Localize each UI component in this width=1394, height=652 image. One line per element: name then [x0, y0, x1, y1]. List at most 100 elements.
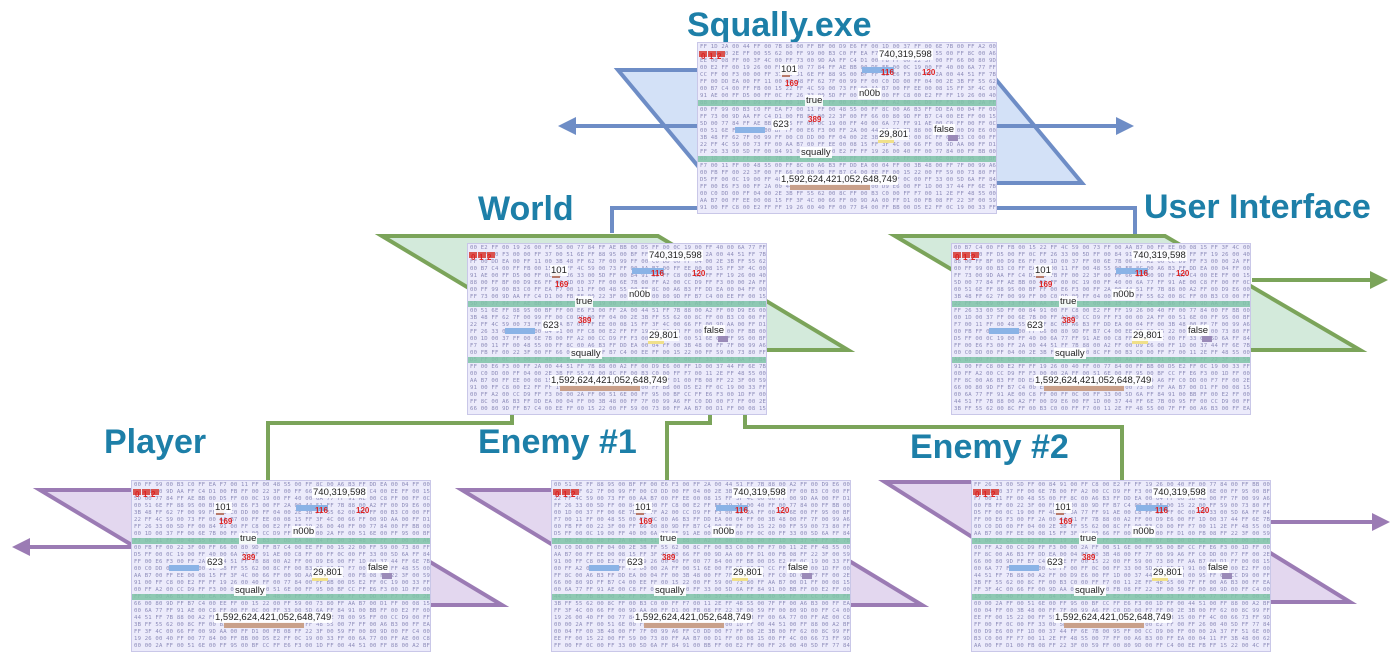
highlight-chip	[1116, 268, 1148, 274]
highlight-chip	[312, 575, 328, 581]
highlight-chip	[718, 336, 728, 342]
value-n00b: n00b	[712, 526, 736, 537]
value-29801: 29,801	[648, 330, 680, 341]
index-markers	[469, 245, 496, 263]
value-29801: 29,801	[732, 567, 764, 578]
value-true: true	[1059, 296, 1078, 307]
value-120: 120	[1196, 506, 1210, 515]
highlight-chip	[1202, 336, 1212, 342]
value-29801: 29,801	[878, 129, 910, 140]
value-index-2: 2	[151, 490, 156, 499]
value-120: 120	[776, 506, 790, 515]
value-index-1: 1	[983, 490, 988, 499]
value-389: 389	[578, 316, 592, 325]
value-1592624421052648749: 1,592,624,421,052,648,749	[550, 375, 669, 386]
value-squally: squally	[654, 585, 686, 596]
value-n00b: n00b	[628, 289, 652, 300]
index-markers	[553, 482, 580, 500]
value-false: false	[933, 124, 956, 135]
value-index-1: 1	[143, 490, 148, 499]
value-740319598: 740,319,598	[1152, 487, 1207, 498]
highlight-chip	[948, 135, 958, 141]
value-116: 116	[651, 269, 664, 278]
player-left-arrowhead	[12, 538, 30, 556]
highlight-chip	[169, 565, 199, 571]
value-1592624421052648749: 1,592,624,421,052,648,749	[634, 612, 753, 623]
value-740319598: 740,319,598	[1132, 250, 1187, 261]
index-markers	[953, 245, 980, 263]
value-116: 116	[315, 506, 328, 515]
value-index-2: 2	[571, 490, 576, 499]
value-29801: 29,801	[312, 567, 344, 578]
value-1592624421052648749: 1,592,624,421,052,648,749	[1034, 375, 1153, 386]
highlight-chip	[382, 573, 392, 579]
value-false: false	[1207, 562, 1230, 573]
value-116: 116	[1135, 269, 1148, 278]
highlight-chip	[862, 67, 894, 73]
label-enemy-1: Enemy #1	[478, 423, 637, 461]
value-1592624421052648749: 1,592,624,421,052,648,749	[1054, 612, 1173, 623]
value-n00b: n00b	[1132, 526, 1156, 537]
highlight-chip	[560, 385, 640, 391]
connector-world-player	[266, 412, 514, 480]
value-index-2: 2	[487, 253, 492, 262]
value-29801: 29,801	[1132, 330, 1164, 341]
memory-panel-ui: 00 B7 C4 00 FF FB 00 15 22 FF 4C 59 00 7…	[951, 243, 1251, 415]
highlight-chip	[1064, 622, 1144, 628]
value-false: false	[787, 562, 810, 573]
root-right-arrowhead	[1116, 117, 1134, 135]
highlight-chip	[790, 184, 870, 190]
highlight-chip	[802, 573, 812, 579]
highlight-band	[468, 301, 766, 307]
connector-world-enemy2	[743, 412, 1124, 480]
value-101: 101	[1054, 502, 1072, 513]
value-n00b: n00b	[292, 526, 316, 537]
memory-panel-root: FF 1D 2A 00 44 FF 00 7B 88 00 FF BF 00 D…	[697, 42, 997, 214]
highlight-band	[972, 538, 1270, 544]
value-squally: squally	[1074, 585, 1106, 596]
value-index-2: 2	[717, 52, 722, 61]
value-index-0: 0	[135, 490, 140, 499]
value-squally: squally	[1054, 348, 1086, 359]
value-squally: squally	[570, 348, 602, 359]
value-true: true	[659, 533, 678, 544]
label-player: Player	[104, 423, 207, 461]
highlight-band	[132, 594, 430, 600]
highlight-chip	[1044, 385, 1124, 391]
index-markers	[133, 482, 160, 500]
highlight-chip	[648, 338, 664, 344]
value-false: false	[703, 325, 726, 336]
value-120: 120	[1176, 269, 1190, 278]
value-true: true	[239, 533, 258, 544]
value-29801: 29,801	[1152, 567, 1184, 578]
value-740319598: 740,319,598	[648, 250, 703, 261]
highlight-chip	[716, 505, 748, 511]
hex-rows: 00 E2 FF 00 19 26 00 FF 5D 00 77 84 FF A…	[470, 245, 767, 412]
value-101: 101	[1034, 265, 1052, 276]
value-index-0: 0	[955, 253, 960, 262]
index-markers	[973, 482, 1000, 500]
value-120: 120	[692, 269, 706, 278]
highlight-band	[952, 301, 1250, 307]
highlight-chip	[1132, 338, 1148, 344]
value-index-2: 2	[971, 253, 976, 262]
index-markers	[699, 44, 726, 62]
value-116: 116	[881, 68, 894, 77]
highlight-chip	[1136, 505, 1168, 511]
value-623: 623	[772, 119, 790, 130]
value-1592624421052648749: 1,592,624,421,052,648,749	[780, 174, 899, 185]
value-false: false	[1187, 325, 1210, 336]
value-index-1: 1	[479, 253, 484, 262]
value-389: 389	[662, 553, 676, 562]
value-101: 101	[550, 265, 568, 276]
highlight-chip	[989, 328, 1019, 334]
value-n00b: n00b	[858, 88, 882, 99]
highlight-chip	[632, 268, 664, 274]
value-index-1: 1	[709, 52, 714, 61]
highlight-chip	[1152, 575, 1168, 581]
highlight-band	[468, 357, 766, 363]
hex-rows: 00 FF 99 00 B3 C0 FF EA F7 00 11 FF 00 4…	[134, 482, 431, 649]
value-169: 169	[1039, 280, 1053, 289]
label-enemy-2: Enemy #2	[910, 428, 1069, 466]
value-623: 623	[1026, 320, 1044, 331]
